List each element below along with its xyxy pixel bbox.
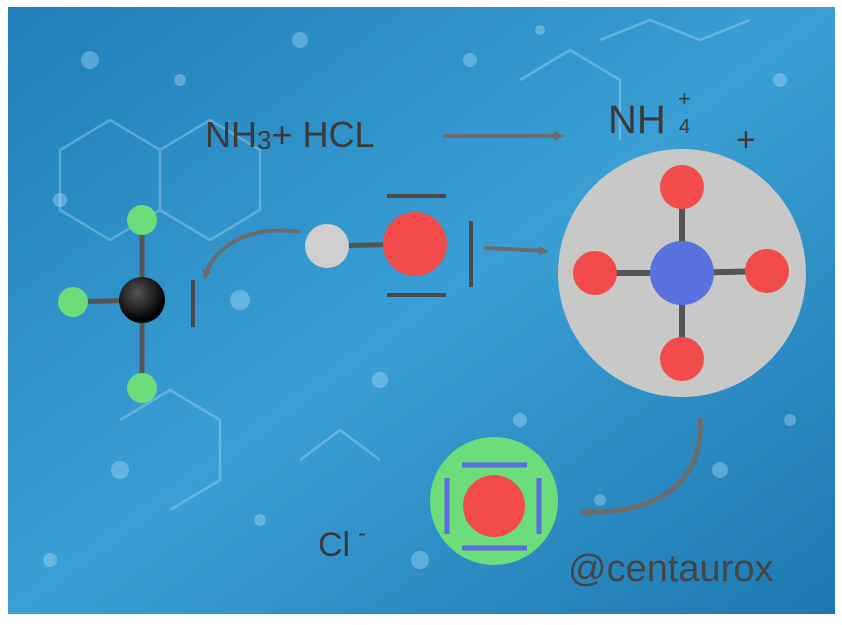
hydrogen-top <box>660 165 704 209</box>
hydrogen-left <box>573 251 617 295</box>
central-black-atom <box>119 277 165 323</box>
nitrogen-atom <box>650 241 714 305</box>
ammonium-complex <box>558 149 806 397</box>
product-charge: + <box>678 86 691 111</box>
reactant-hcl: HCL <box>302 114 375 155</box>
red-atom <box>383 212 447 276</box>
reactant-ammonia-subscript: 3 <box>257 125 272 155</box>
chloride-symbol: Cl <box>318 526 351 564</box>
hcl-molecule <box>305 194 473 297</box>
curved-arrow-to-molecule <box>202 228 301 280</box>
chloride-core <box>463 475 525 537</box>
product-formula: NH +4 <box>608 88 691 142</box>
complex-charge-label: + <box>736 121 756 159</box>
product-label: NH <box>608 98 666 142</box>
grey-atom <box>305 224 349 268</box>
hydrogen-bottom <box>660 337 704 381</box>
arrow-to-complex <box>483 245 549 256</box>
green-atom-left <box>58 287 88 317</box>
credit-watermark: @centaurox <box>568 548 774 590</box>
product-subscript: 4 <box>679 116 691 138</box>
background-texture <box>43 25 796 569</box>
reactant-ammonia: NH <box>205 114 257 155</box>
chloride-ion <box>430 437 558 565</box>
curved-arrow-to-chloride <box>579 417 703 518</box>
green-atom-bottom <box>127 373 157 403</box>
chloride-charge: - <box>358 520 366 547</box>
green-atom-top <box>127 205 157 235</box>
chloride-label: Cl- <box>318 522 366 564</box>
hydrogen-right <box>745 249 789 293</box>
left-molecule <box>58 205 195 403</box>
reaction-equation: NH3+ HCL <box>205 114 375 155</box>
background-structure-lines <box>58 18 751 512</box>
plus-sign: + <box>271 114 293 155</box>
